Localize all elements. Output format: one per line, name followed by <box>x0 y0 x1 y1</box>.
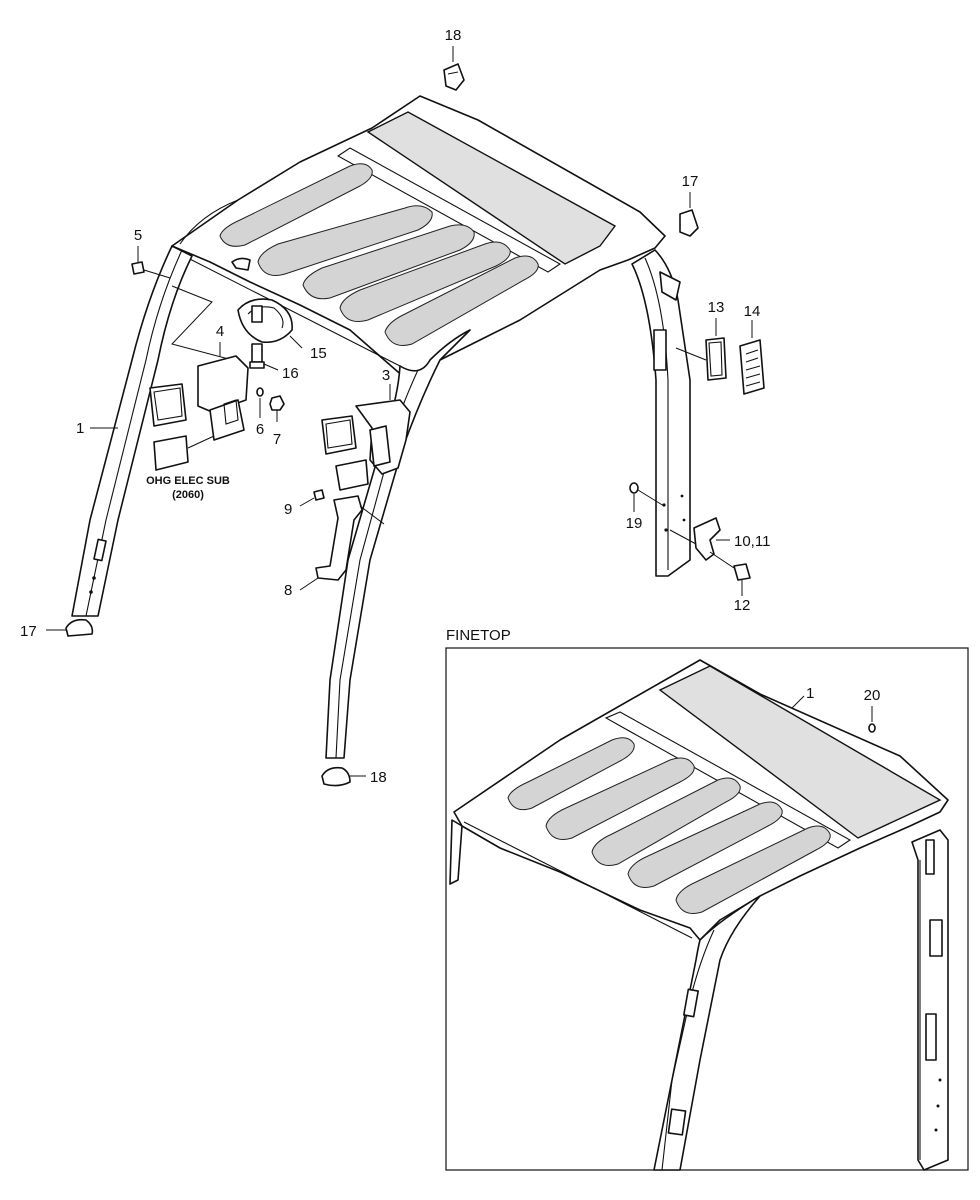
callout-12: 12 <box>734 597 751 614</box>
callout-14: 14 <box>744 303 761 320</box>
part-17-foot-cap: 17 <box>20 618 94 640</box>
part-13-plate: 13 <box>675 299 727 381</box>
part-9-bolt: 9 <box>284 489 325 518</box>
note-ohg-elec-sub-code: (2060) <box>172 489 204 501</box>
inset-callout-1: 1 <box>791 685 814 709</box>
part-17-top-clip: 17 <box>679 173 699 237</box>
svg-text:20: 20 <box>864 687 881 704</box>
callout-17-top: 17 <box>682 173 699 190</box>
part-19-pin: 19 <box>626 482 665 532</box>
part-18-top-clip: 18 <box>443 27 465 91</box>
callout-16: 16 <box>282 365 299 382</box>
part-12-bolt: 12 <box>709 551 751 614</box>
callout-8: 8 <box>284 582 292 599</box>
svg-text:1: 1 <box>806 685 814 702</box>
callout-10-11: 10,11 <box>734 533 770 550</box>
callout-13: 13 <box>708 299 725 316</box>
finetop-roof <box>453 659 949 941</box>
part-5-bolt: 5 <box>131 227 171 279</box>
part-14-grille: 14 <box>739 303 765 395</box>
part-16-bolt: 16 <box>249 343 299 382</box>
finetop-legs <box>449 819 949 1171</box>
part-10-11-bracket: 10,11 <box>669 517 770 561</box>
callout-6: 6 <box>256 421 264 438</box>
part-4-lamp-bracket: 4 <box>149 285 249 471</box>
inset-callout-20: 20 <box>864 687 881 733</box>
part-6-washer: 6 <box>256 387 264 438</box>
part-8-grab-handle: 8 <box>284 495 385 599</box>
callout-19: 19 <box>626 515 643 532</box>
left-front-leg <box>71 245 193 617</box>
roof-slots <box>219 163 539 346</box>
overhead-guard-frame <box>71 95 691 759</box>
callout-5: 5 <box>134 227 142 244</box>
roof-rear-band <box>366 111 617 265</box>
note-ohg-elec-sub: OHG ELEC SUB <box>146 475 230 487</box>
callout-18-top: 18 <box>445 27 462 44</box>
part-18-foot-cap: 18 <box>321 766 387 787</box>
part-3-lamp-bracket: 3 <box>321 367 411 491</box>
callout-9: 9 <box>284 501 292 518</box>
right-rear-leg <box>631 249 691 577</box>
callout-15: 15 <box>310 345 327 362</box>
part-15-mirror: 15 <box>231 257 327 362</box>
part-7-nut: 7 <box>269 395 285 448</box>
callout-18-bottom: 18 <box>370 769 387 786</box>
inset-title: FINETOP <box>446 627 511 644</box>
callout-17-bottom: 17 <box>20 623 37 640</box>
finetop-inset-frame <box>445 647 969 1171</box>
work-lamp-left <box>149 383 187 427</box>
callout-3: 3 <box>382 367 390 384</box>
callout-7: 7 <box>273 431 281 448</box>
callout-1: 1 <box>76 420 84 437</box>
callout-4: 4 <box>216 323 224 340</box>
